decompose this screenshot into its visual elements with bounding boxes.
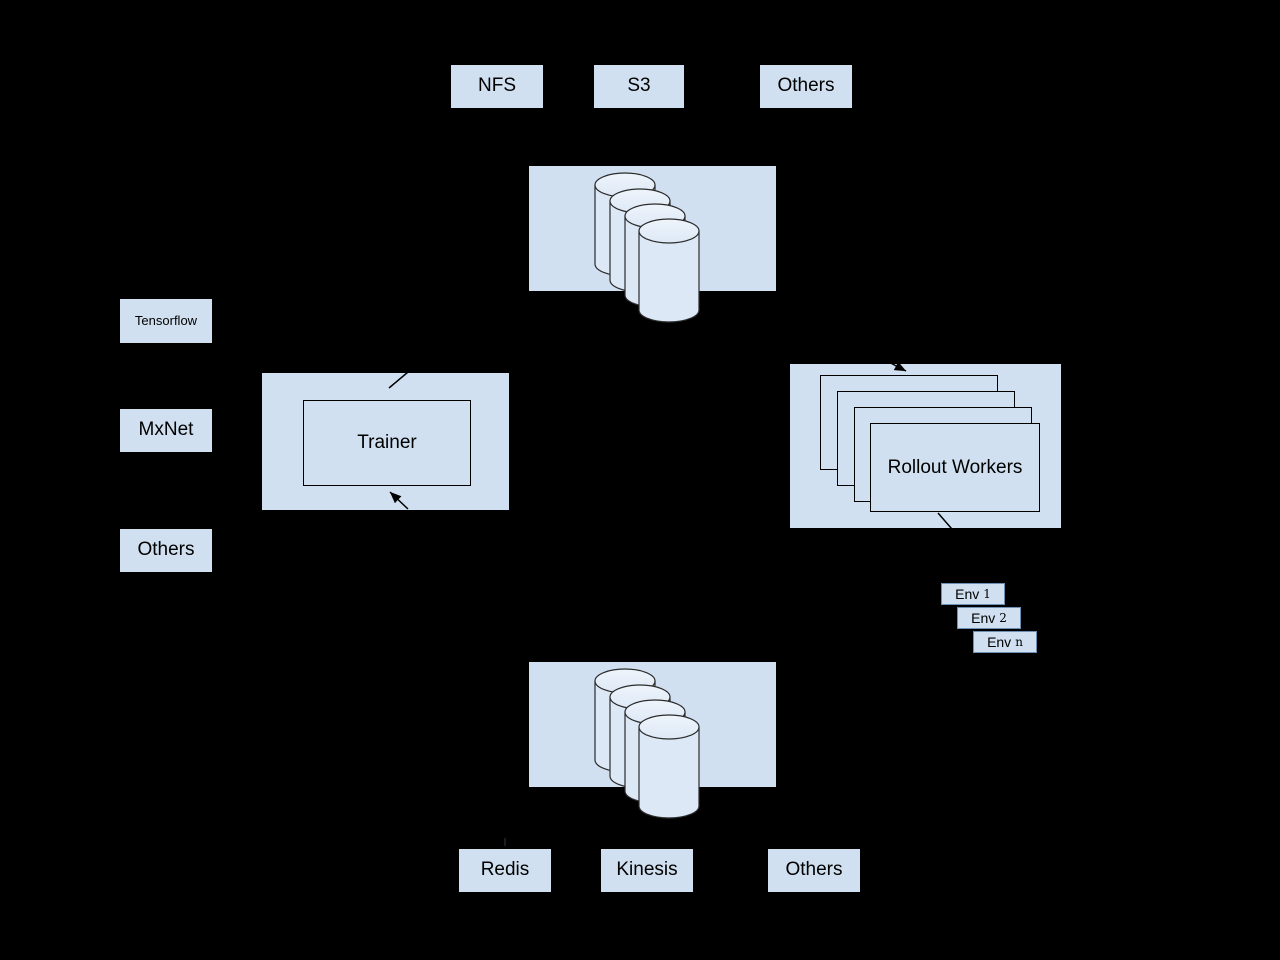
queue-backend-kinesis[interactable]: Kinesis xyxy=(601,849,693,892)
env-box-n-name: Env xyxy=(987,634,1012,650)
env-box-1-index: 1 xyxy=(983,587,991,601)
storage-backend-others-label: Others xyxy=(777,75,835,97)
queue-backend-redis[interactable]: Redis xyxy=(459,849,551,892)
trainer-label: Trainer xyxy=(357,432,417,453)
rollout-workers-box[interactable]: Rollout Workers xyxy=(870,423,1040,512)
env-box-1-name: Env xyxy=(955,586,980,602)
env-box-2-name: Env xyxy=(971,610,996,626)
framework-others[interactable]: Others xyxy=(120,529,212,572)
queue-backend-others[interactable]: Others xyxy=(768,849,860,892)
framework-mxnet[interactable]: MxNet xyxy=(120,409,212,452)
storage-backend-others[interactable]: Others xyxy=(760,65,852,108)
queue-backend-others-label: Others xyxy=(785,859,843,881)
queue-backend-redis-label: Redis xyxy=(480,859,530,881)
queue-backend-kinesis-label: Kinesis xyxy=(616,859,678,881)
storage-backend-s3[interactable]: S3 xyxy=(594,65,684,108)
env-box-n-index: n xyxy=(1015,635,1023,649)
framework-mxnet-label: MxNet xyxy=(138,419,194,441)
storage-backend-nfs-label: NFS xyxy=(478,75,516,97)
env-box-2-index: 2 xyxy=(999,611,1007,625)
framework-tensorflow-label: Tensorflow xyxy=(134,312,198,328)
datastore-top-panel xyxy=(529,166,776,291)
trainer-box[interactable]: Trainer xyxy=(303,400,471,486)
storage-backend-nfs[interactable]: NFS xyxy=(451,65,543,108)
rollout-workers-label: Rollout Workers xyxy=(887,456,1023,478)
storage-backend-s3-label: S3 xyxy=(627,75,651,97)
framework-others-label: Others xyxy=(137,539,195,561)
datastore-bottom-panel xyxy=(529,662,776,787)
framework-tensorflow[interactable]: Tensorflow xyxy=(120,299,212,343)
